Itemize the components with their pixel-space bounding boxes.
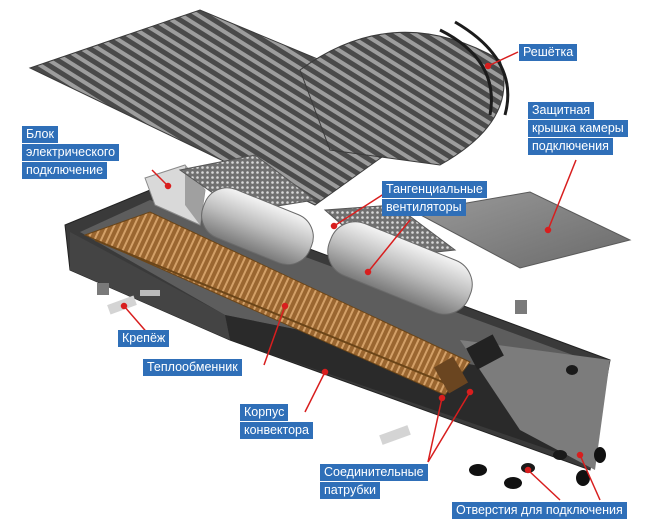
fan-mesh <box>178 154 457 259</box>
label-cover-line2: крышка камеры <box>528 120 628 137</box>
label-fastener-line1: Крепёж <box>118 330 170 347</box>
label-electric-block-line3: подключение <box>22 162 108 179</box>
label-grille: Решётка <box>519 44 578 62</box>
label-cover: Защитная крышка камеры подключения <box>528 102 628 156</box>
label-cover-line1: Защитная <box>528 102 595 119</box>
label-fastener: Крепёж <box>118 330 170 348</box>
label-fans-line1: Тангенциальные <box>382 181 487 198</box>
heat-exchanger <box>83 211 471 396</box>
label-fans-line2: вентиляторы <box>382 199 466 216</box>
pipe-stubs <box>433 334 504 394</box>
label-housing-line2: конвектора <box>240 422 313 439</box>
label-pipes-line1: Соединительные <box>320 464 428 481</box>
tangential-fans <box>201 187 473 315</box>
label-pipes-line2: патрубки <box>320 482 380 499</box>
label-pipes: Соединительные патрубки <box>320 464 428 500</box>
label-fans: Тангенциальные вентиляторы <box>382 181 487 217</box>
label-electric-block-line1: Блок <box>22 126 58 143</box>
label-electric-block-line2: электрического <box>22 144 120 161</box>
label-housing-line1: Корпус <box>240 404 289 421</box>
grille <box>28 9 510 206</box>
leader-lines <box>120 51 601 501</box>
cover-plate <box>413 191 632 269</box>
label-housing: Корпус конвектора <box>240 404 313 440</box>
label-heat-exchanger: Теплообменник <box>143 359 242 377</box>
label-openings-line1: Отверстия для подключения <box>452 502 627 519</box>
label-electric-block: Блок электрического подключение <box>22 126 120 180</box>
label-cover-line3: подключения <box>528 138 613 155</box>
bottom-fittings <box>469 447 606 489</box>
label-heat-exchanger-line1: Теплообменник <box>143 359 242 376</box>
label-openings: Отверстия для подключения <box>452 502 627 520</box>
label-grille-line1: Решётка <box>519 44 578 61</box>
